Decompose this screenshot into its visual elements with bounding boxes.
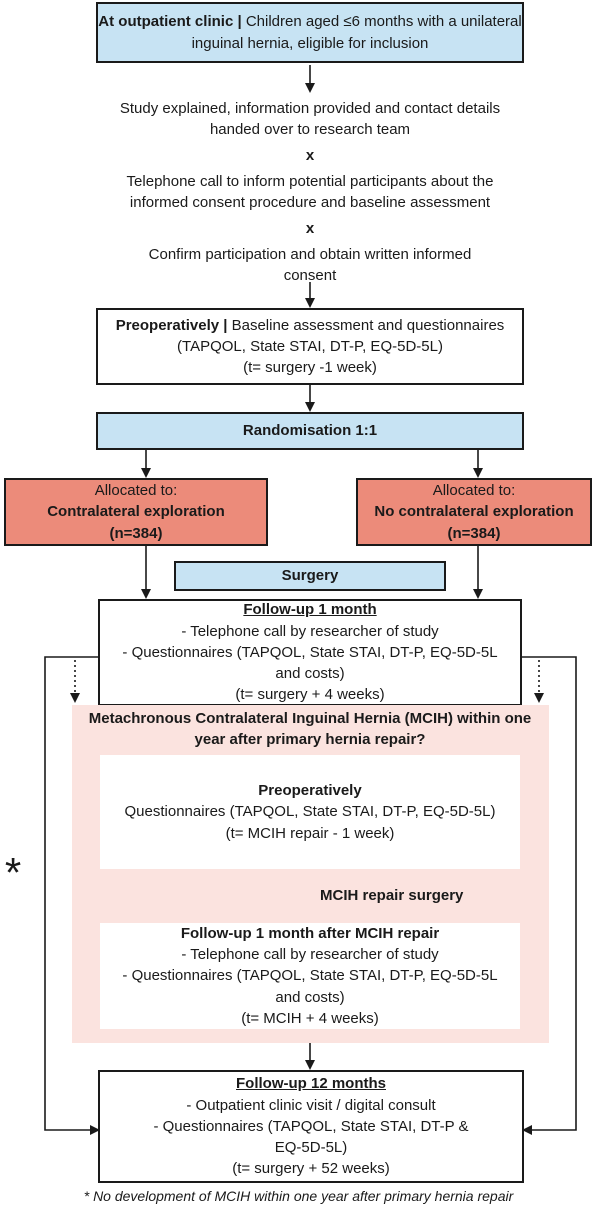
mcih-preop-line1: Questionnaires (TAPQOL, State STAI, DT-P… [124, 803, 496, 821]
mcih-fu-title: Follow-up 1 month after MCIH repair [180, 924, 440, 942]
armB-line3: (n=384) [447, 524, 501, 542]
preop-text: Baseline assessment and questionnaires (… [177, 316, 505, 355]
fu1-line1: - Telephone call by researcher of study [181, 622, 439, 640]
fu12-line1: - Outpatient clinic visit / digital cons… [186, 1096, 436, 1114]
step-explained: Study explained, information provided an… [119, 100, 501, 139]
armA-line1: Allocated to: [94, 482, 178, 500]
fu12-title: Follow-up 12 months [236, 1075, 386, 1093]
preop-bold: Preoperatively | [115, 316, 228, 334]
mcih-question: Metachronous Contralateral Inguinal Hern… [88, 710, 532, 749]
preop-time: (t= surgery -1 week) [243, 359, 377, 377]
armA-line2: Contralateral exploration [47, 503, 225, 521]
arrow-left-bypass [44, 656, 100, 1135]
inclusion-text: Children aged ≤6 months with a unilatera… [191, 13, 522, 52]
surgery-label: Surgery [281, 567, 339, 585]
mcih-repair-label: MCIH repair surgery [320, 887, 464, 904]
mcih-fu-line4: (t= MCIH + 4 weeks) [241, 1009, 379, 1027]
mcih-preop-box: Preoperatively Questionnaires (TAPQOL, S… [100, 755, 520, 869]
fu12-line4: (t= surgery + 52 weeks) [232, 1160, 390, 1178]
fu1-line2: - Questionnaires (TAPQOL, State STAI, DT… [122, 643, 498, 661]
step-consent: Confirm participation and obtain written… [148, 246, 472, 285]
preop-box: Preoperatively | Baseline assessment and… [96, 308, 524, 385]
separator-2: x [305, 220, 315, 237]
inclusion-bold: At outpatient clinic | [98, 13, 242, 31]
arm-contralateral-box: Allocated to: Contralateral exploration … [4, 478, 268, 546]
armB-line2: No contralateral exploration [374, 503, 574, 521]
inclusion-box: At outpatient clinic | Children aged ≤6 … [96, 2, 524, 63]
fu1-title: Follow-up 1 month [243, 601, 377, 619]
mcih-fu-line2: - Questionnaires (TAPQOL, State STAI, DT… [122, 967, 498, 985]
randomisation-label: Randomisation 1:1 [242, 422, 378, 440]
mcih-fu-line3: and costs) [275, 988, 345, 1006]
separator-1: x [305, 147, 315, 164]
randomisation-box: Randomisation 1:1 [96, 412, 524, 450]
fu1-line4: (t= surgery + 4 weeks) [235, 686, 385, 704]
followup-1-month-box: Follow-up 1 month - Telephone call by re… [98, 599, 522, 706]
arm-no-contralateral-box: Allocated to: No contralateral explorati… [356, 478, 592, 546]
followup-12-months-box: Follow-up 12 months - Outpatient clinic … [98, 1070, 524, 1183]
fu12-line2: - Questionnaires (TAPQOL, State STAI, DT… [153, 1117, 469, 1135]
surgery-box: Surgery [174, 561, 446, 591]
asterisk-marker: * [4, 849, 22, 896]
footnote: * No development of MCIH within one year… [83, 1188, 514, 1204]
armB-line1: Allocated to: [432, 482, 516, 500]
mcih-followup-box: Follow-up 1 month after MCIH repair - Te… [100, 923, 520, 1029]
fu12-line3: EQ-5D-5L) [274, 1139, 348, 1157]
mcih-preop-line2: (t= MCIH repair - 1 week) [225, 824, 395, 842]
mcih-preop-title: Preoperatively [258, 782, 362, 800]
armA-line3: (n=384) [109, 524, 163, 542]
mcih-fu-line1: - Telephone call by researcher of study [181, 946, 439, 964]
step-telephone: Telephone call to inform potential parti… [126, 173, 494, 212]
fu1-line3: and costs) [275, 665, 345, 683]
arrow-right-bypass [522, 656, 577, 1135]
